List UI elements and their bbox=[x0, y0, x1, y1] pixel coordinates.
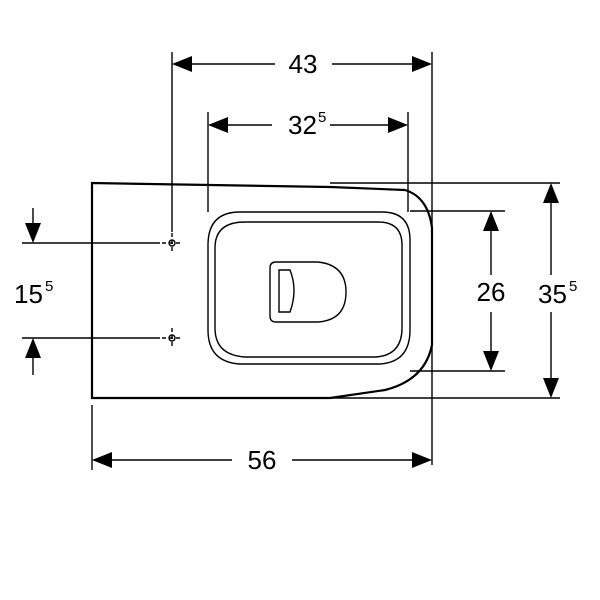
dimension-fixing-distance: 15 5 bbox=[14, 208, 53, 375]
dimension-26-label: 26 bbox=[477, 277, 506, 307]
dimension-overall-length: 56 bbox=[92, 445, 432, 475]
bowl-outline bbox=[90, 181, 434, 400]
outlet-inner-outline bbox=[278, 269, 295, 313]
dimension-15-label: 15 bbox=[14, 279, 43, 309]
rim-inner-outline bbox=[214, 221, 403, 358]
dimension-top-inner: 32 5 bbox=[208, 109, 408, 140]
dimension-35-superscript: 5 bbox=[569, 278, 577, 295]
dimension-inner-height: 26 bbox=[477, 211, 506, 371]
dimension-15-superscript: 5 bbox=[45, 278, 53, 295]
dimension-43-label: 43 bbox=[289, 49, 318, 79]
dimension-top-outer: 43 bbox=[172, 49, 432, 79]
rim-outline bbox=[207, 211, 411, 365]
extension-lines bbox=[22, 52, 560, 470]
fixing-point-top bbox=[162, 233, 182, 253]
dimension-35-label: 35 bbox=[538, 279, 567, 309]
fixing-point-bottom bbox=[162, 328, 182, 348]
dimension-outer-height: 35 5 bbox=[538, 183, 577, 398]
dimension-32-label: 32 bbox=[288, 110, 317, 140]
dimension-56-label: 56 bbox=[248, 445, 277, 475]
dimension-32-superscript: 5 bbox=[318, 109, 326, 126]
outlet-outline bbox=[269, 261, 347, 323]
